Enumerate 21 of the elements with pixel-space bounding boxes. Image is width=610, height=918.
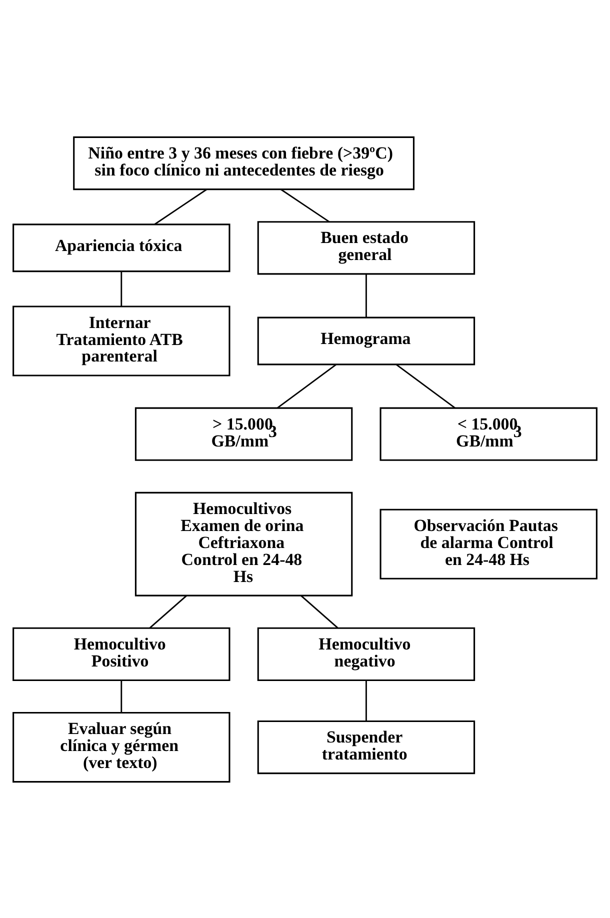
connector xyxy=(300,594,338,628)
connector xyxy=(366,274,367,317)
connector xyxy=(154,188,208,224)
connector xyxy=(280,188,330,222)
connector xyxy=(150,594,188,628)
node-box: Hemocultivo Positivo xyxy=(12,626,230,680)
connector xyxy=(120,680,122,712)
node-box: Hemocultivos Examen de orina Ceftriaxona Control en 24-48 Hs xyxy=(134,491,353,596)
node-box: Hemograma xyxy=(257,316,476,365)
node-box: Apariencia tóxica xyxy=(12,223,230,272)
connector xyxy=(277,364,336,408)
connector xyxy=(120,271,122,306)
node-box: Niño entre 3 y 36 meses con fiebre (>39ºC) sin foco clínico ni antecedentes de riesgo xyxy=(73,136,415,190)
node-box: Evaluar según clínica y gérmen (ver texto) xyxy=(12,712,230,782)
node-box: Hemocultivo negativo xyxy=(257,626,476,680)
node-box: Buen estado general xyxy=(257,220,476,274)
node-box: Observación Pautas de alarma Control en 24-48 Hs xyxy=(380,508,598,579)
node-box: Suspender tratamiento xyxy=(257,720,476,774)
connector xyxy=(396,364,456,408)
connector xyxy=(366,680,367,720)
node-box: Internar Tratamiento ATB parenteral xyxy=(12,305,230,376)
